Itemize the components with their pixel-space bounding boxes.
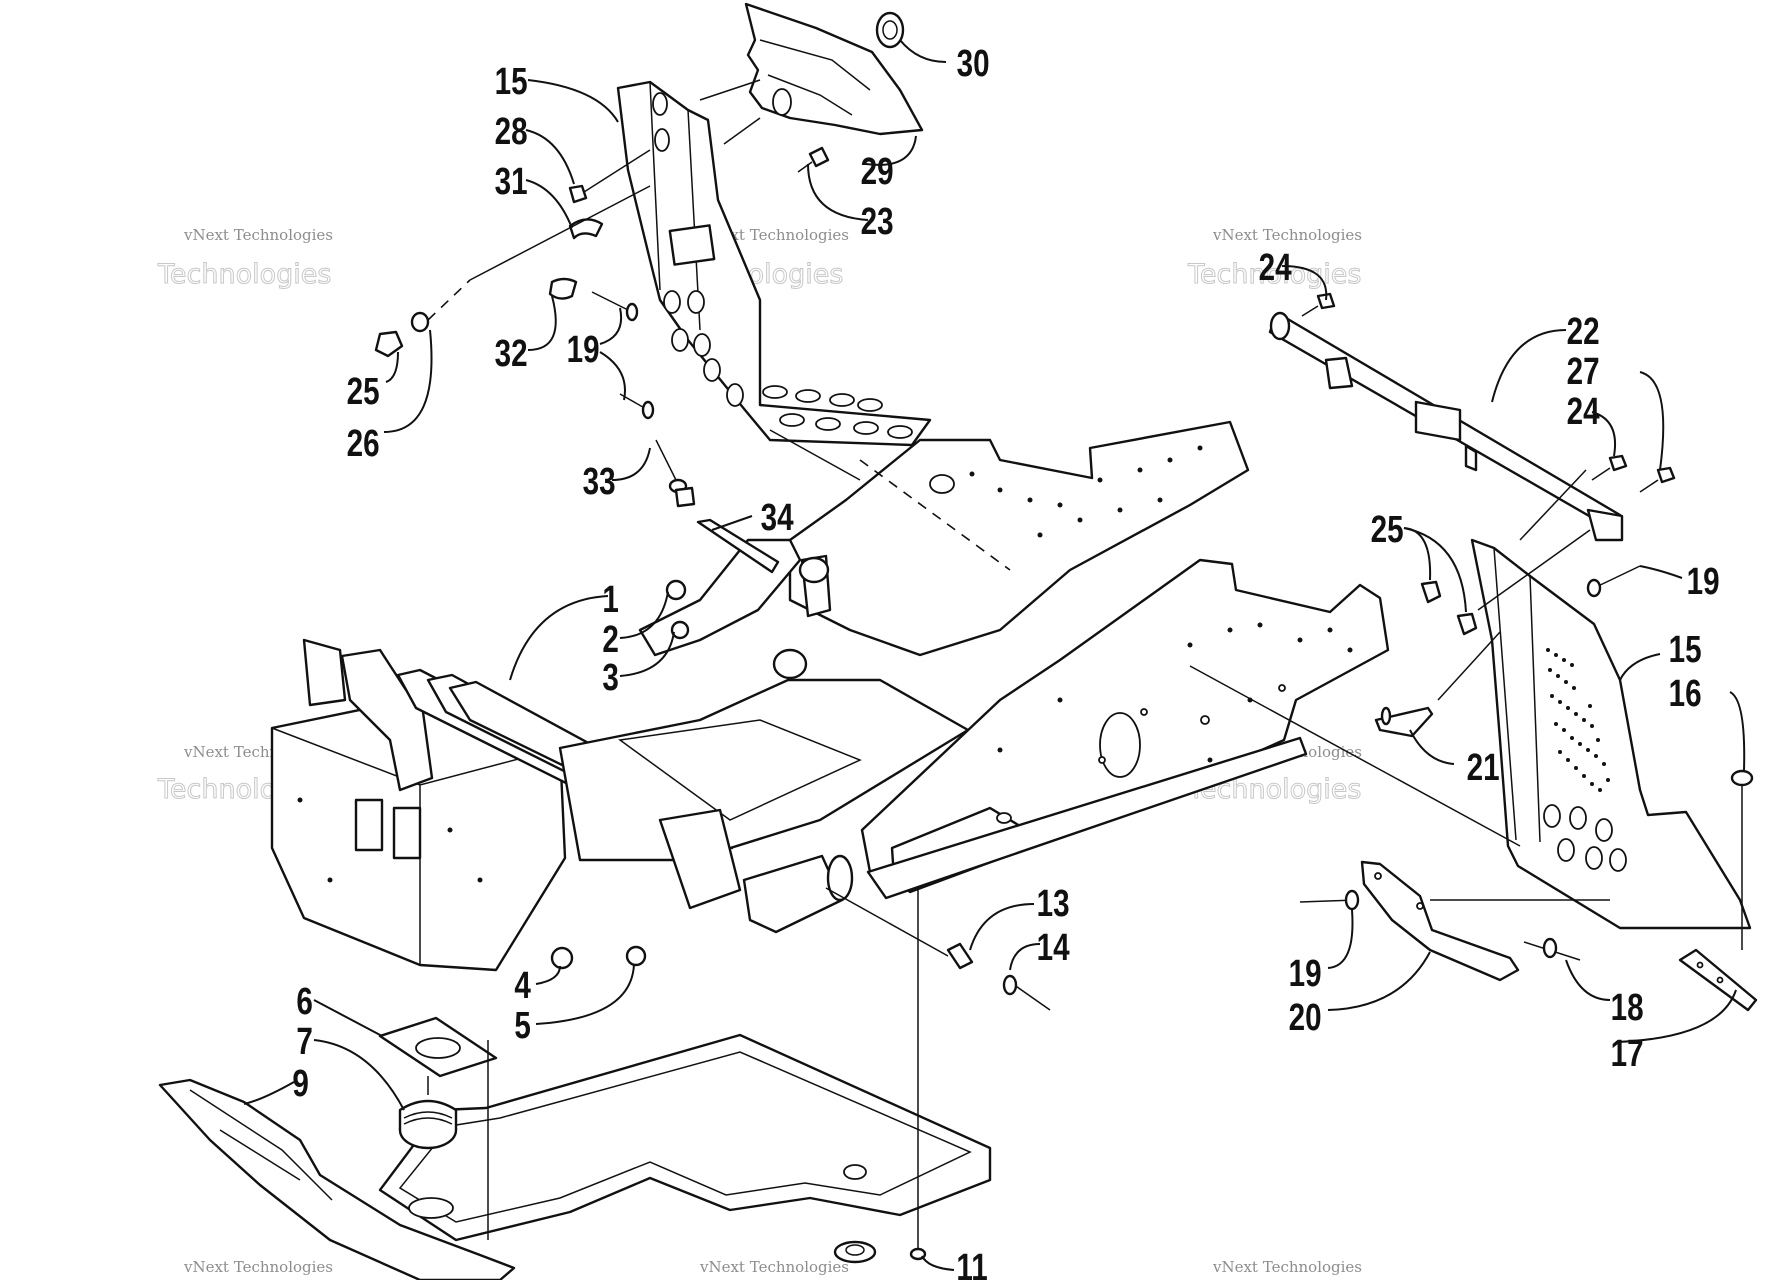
callout-2: 2 — [602, 619, 618, 661]
callout-31: 31 — [495, 161, 528, 203]
callout-20: 20 — [1289, 997, 1322, 1039]
callout-21: 21 — [1467, 747, 1500, 789]
screw-11 — [909, 1232, 927, 1261]
callout-24-top: 24 — [1259, 247, 1292, 289]
callout-25-right: 25 — [1371, 509, 1404, 551]
watermark-small: vNext Technologies — [1212, 226, 1362, 244]
left-steering-support — [616, 80, 932, 447]
plate-21 — [1374, 706, 1434, 738]
callout-13: 13 — [1037, 883, 1070, 925]
watermark-small: vNext Technologies — [183, 1258, 333, 1276]
belly-pan — [378, 1016, 992, 1242]
right-steering-support — [1470, 538, 1752, 930]
plate-17 — [1678, 948, 1758, 1012]
callout-16: 16 — [1669, 673, 1702, 715]
callout-6: 6 — [296, 981, 312, 1023]
watermark-large: Technologies — [157, 259, 331, 290]
callout-17: 17 — [1611, 1033, 1644, 1075]
callout-26: 26 — [347, 423, 380, 465]
callout-15-right: 15 — [1669, 629, 1702, 671]
callout-25-left: 25 — [347, 371, 380, 413]
watermark-small: vNext Technologies — [699, 1258, 849, 1276]
callout-15-left: 15 — [495, 61, 528, 103]
callout-3: 3 — [602, 657, 618, 699]
callout-11: 11 — [956, 1247, 987, 1280]
callout-28: 28 — [495, 111, 528, 153]
callout-19-right: 19 — [1687, 561, 1720, 603]
bottom-grommet — [833, 1240, 877, 1264]
callout-1: 1 — [602, 579, 618, 621]
skid-plate — [158, 1078, 516, 1280]
callout-5: 5 — [514, 1005, 530, 1047]
leader-lines — [243, 39, 1746, 1271]
callout-14: 14 — [1037, 927, 1070, 969]
watermark-small: vNext Technologies — [183, 226, 333, 244]
vent-holes — [1546, 648, 1610, 792]
callout-34: 34 — [761, 497, 794, 539]
callout-32: 32 — [495, 333, 528, 375]
steering-post — [1268, 311, 1624, 542]
watermark-small: vNext Technologies — [699, 226, 849, 244]
grommet-16 — [1730, 769, 1754, 950]
callout-19-top: 19 — [567, 329, 600, 371]
callout-27: 27 — [1567, 351, 1600, 393]
callout-23: 23 — [861, 201, 894, 243]
callout-30: 30 — [957, 43, 990, 85]
callout-4: 4 — [514, 965, 531, 1007]
callout-22: 22 — [1567, 311, 1600, 353]
watermark-small: vNext Technologies — [1212, 1258, 1362, 1276]
callout-24-mid: 24 — [1567, 391, 1600, 433]
grommet — [875, 11, 905, 49]
main-chassis — [270, 420, 1390, 972]
callout-19-bottom: 19 — [1289, 953, 1322, 995]
callout-29: 29 — [861, 151, 894, 193]
callout-18: 18 — [1611, 987, 1644, 1029]
bracket-20 — [1360, 860, 1520, 982]
hardware — [374, 79, 1676, 1232]
callout-numbers: 30 15 28 31 29 23 24 32 19 25 26 22 27 2… — [292, 43, 1719, 1280]
callout-7: 7 — [296, 1021, 312, 1063]
watermark-large: Technologies — [1187, 259, 1361, 290]
steering-cover — [744, 2, 924, 136]
callout-9: 9 — [292, 1063, 308, 1105]
callout-33: 33 — [583, 461, 616, 503]
